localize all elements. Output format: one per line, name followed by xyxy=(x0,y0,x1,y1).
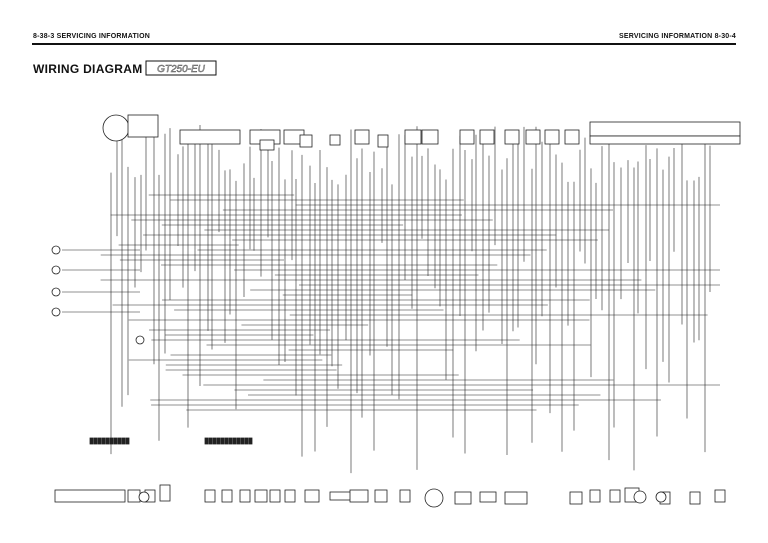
component xyxy=(239,489,251,503)
connector-pin xyxy=(101,437,106,445)
connector xyxy=(354,129,370,145)
page-title: WIRING DIAGRAM xyxy=(33,62,143,76)
component xyxy=(269,489,281,503)
connector-pin xyxy=(216,437,221,445)
connector-pin xyxy=(212,437,217,445)
component xyxy=(399,489,411,503)
component xyxy=(349,489,369,503)
connector xyxy=(479,129,495,145)
component xyxy=(159,484,171,502)
component xyxy=(54,489,126,503)
horn-icon xyxy=(138,491,150,503)
component xyxy=(204,489,216,503)
connector xyxy=(544,129,560,145)
connector xyxy=(377,134,389,148)
connector xyxy=(404,129,422,145)
component xyxy=(329,491,353,501)
lamp-icon xyxy=(51,265,61,275)
model-badge-text: GT250-EU xyxy=(157,64,206,75)
component xyxy=(127,489,141,503)
connector xyxy=(525,129,541,145)
page-header-right: SERVICING INFORMATION 8-30-4 xyxy=(619,33,736,40)
connector-pin xyxy=(121,437,126,445)
meter-connector xyxy=(127,114,159,138)
component xyxy=(221,489,233,503)
connector-pin xyxy=(236,437,241,445)
component xyxy=(254,489,268,503)
connector-pin xyxy=(244,437,249,445)
connector-pin xyxy=(89,437,94,445)
ecu-block xyxy=(589,121,741,137)
header-rule xyxy=(32,43,736,45)
lamp-icon xyxy=(51,287,61,297)
component xyxy=(609,489,621,503)
connector xyxy=(564,129,580,145)
lamp-icon xyxy=(51,307,61,317)
connector-pin xyxy=(93,437,98,445)
generator-icon xyxy=(424,488,444,508)
connector-pin xyxy=(240,437,245,445)
connector xyxy=(459,129,475,145)
connector-pin xyxy=(113,437,118,445)
page-header-left: 8-38-3 SERVICING INFORMATION xyxy=(33,33,150,40)
connector-pin xyxy=(97,437,102,445)
connector xyxy=(259,139,275,151)
connector-pin xyxy=(208,437,213,445)
sensor-icon xyxy=(655,491,667,503)
connector-pin xyxy=(109,437,114,445)
connector-pin xyxy=(248,437,253,445)
connector-pin xyxy=(220,437,225,445)
ecu-pins xyxy=(589,135,741,145)
component xyxy=(589,489,601,503)
component xyxy=(454,491,472,505)
lamp-icon xyxy=(51,245,61,255)
component xyxy=(714,489,726,503)
connector xyxy=(179,129,241,145)
connector-pin xyxy=(232,437,237,445)
component xyxy=(374,489,388,503)
switch-icon xyxy=(135,335,145,345)
connector xyxy=(299,134,313,148)
meter-icon xyxy=(102,114,130,142)
model-badge: GT250-EU xyxy=(145,60,217,76)
connector xyxy=(504,129,520,145)
sensor-icon xyxy=(633,490,647,504)
connector-pin xyxy=(228,437,233,445)
connector-pin xyxy=(224,437,229,445)
connector-pin xyxy=(125,437,130,445)
connector xyxy=(329,134,341,146)
component xyxy=(504,491,528,505)
component xyxy=(479,491,497,503)
connector-pin xyxy=(117,437,122,445)
component xyxy=(569,491,583,505)
component xyxy=(689,491,701,505)
component xyxy=(284,489,296,503)
connector-pin xyxy=(204,437,209,445)
component xyxy=(304,489,320,503)
connector-pin xyxy=(105,437,110,445)
connector xyxy=(421,129,439,145)
